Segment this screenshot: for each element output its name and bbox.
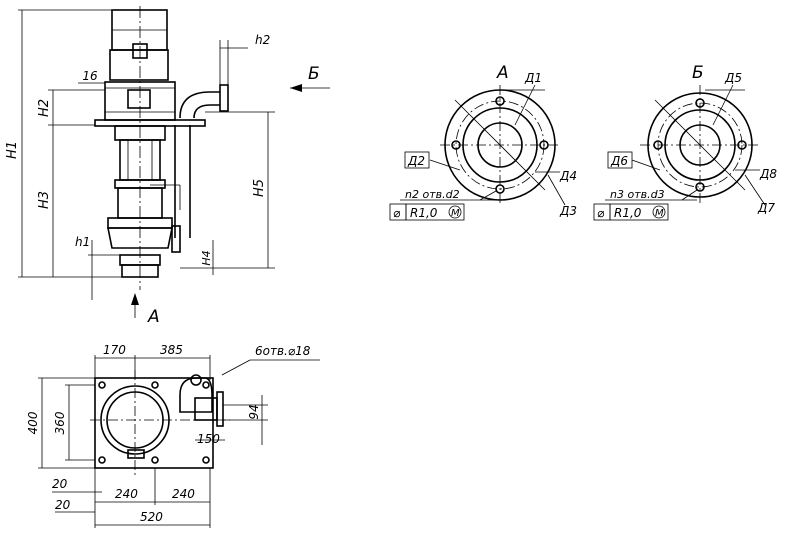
tolerance-a-symbol: ⌀ <box>393 206 401 220</box>
bypass-line <box>150 184 181 210</box>
flange-b-view: Б Д5 Д6 Д8 Д7 n3 отв.d3 ⌀ R1,0 M <box>593 63 777 221</box>
dim-360: 360 <box>53 411 67 434</box>
dim-H3: H3 <box>37 191 52 209</box>
flange-a-holes-note: n2 отв.d2 <box>405 188 460 201</box>
label-d1: Д1 <box>524 71 542 85</box>
front-view: H1 H2 16 H3 h1 H5 H4 h2 Б A <box>5 6 330 327</box>
dim-150: 150 <box>197 432 220 446</box>
dim-400: 400 <box>26 411 40 434</box>
dim-240a: 240 <box>115 487 138 501</box>
dim-holes: 6отв.⌀18 <box>255 344 311 358</box>
plan-elbow <box>179 377 213 413</box>
motor-body <box>109 49 169 81</box>
dim-520: 520 <box>140 510 163 524</box>
tolerance-b-modifier: M <box>655 208 664 219</box>
tolerance-a-modifier: M <box>451 208 460 219</box>
label-d8: Д8 <box>759 167 777 181</box>
base-hole <box>151 381 159 389</box>
plan-flange <box>216 391 224 427</box>
dim-170: 170 <box>103 343 126 357</box>
base-plate <box>94 377 214 469</box>
discharge-elbow <box>179 91 220 119</box>
base-hole <box>151 456 159 464</box>
base-hole <box>202 381 210 389</box>
dim-240b: 240 <box>172 487 195 501</box>
label-d2: Д2 <box>407 154 425 168</box>
arrow-b-label: Б <box>308 64 320 84</box>
flange-b-holes-note: n3 отв.d3 <box>610 188 665 201</box>
coupling <box>127 89 151 109</box>
label-d3: Д3 <box>559 204 577 218</box>
tolerance-b-symbol: ⌀ <box>597 206 605 220</box>
dim-16: 16 <box>82 69 98 83</box>
dim-385: 385 <box>160 343 183 357</box>
suction-flange <box>121 264 159 278</box>
dim-H4: H4 <box>200 250 213 265</box>
dim-h2: h2 <box>255 33 270 47</box>
dim-20a: 20 <box>52 477 68 491</box>
drain-boss <box>127 449 145 459</box>
dim-94: 94 <box>247 404 261 419</box>
flange-a-title: А <box>496 63 509 83</box>
dim-H1: H1 <box>5 141 20 159</box>
label-d7: Д7 <box>757 201 775 215</box>
label-d6: Д6 <box>610 154 628 168</box>
pump-volute <box>107 227 173 249</box>
plan-view: 170 385 6отв.⌀18 400 360 20 20 94 150 24… <box>26 343 320 528</box>
dim-H5: H5 <box>252 179 267 197</box>
dim-h1: h1 <box>75 235 90 249</box>
base-hole <box>202 456 210 464</box>
flange-a-view: А Д1 Д2 Д4 Д3 n2 отв.d2 ⌀ R1,0 M <box>389 63 577 221</box>
arrow-a-label: A <box>147 307 160 327</box>
base-hole <box>98 456 106 464</box>
discharge-pipe <box>174 125 191 238</box>
tolerance-b-value: R1,0 <box>614 206 642 220</box>
flange-b-title: Б <box>692 63 704 83</box>
dim-H2: H2 <box>37 99 52 117</box>
label-d5: Д5 <box>724 71 742 85</box>
base-hole <box>98 381 106 389</box>
discharge-flange <box>219 84 229 112</box>
dim-20b: 20 <box>55 498 71 512</box>
label-d4: Д4 <box>559 169 577 183</box>
pump-outlet-flange <box>171 225 181 253</box>
mounting-plate <box>94 119 206 127</box>
tolerance-a-value: R1,0 <box>410 206 438 220</box>
